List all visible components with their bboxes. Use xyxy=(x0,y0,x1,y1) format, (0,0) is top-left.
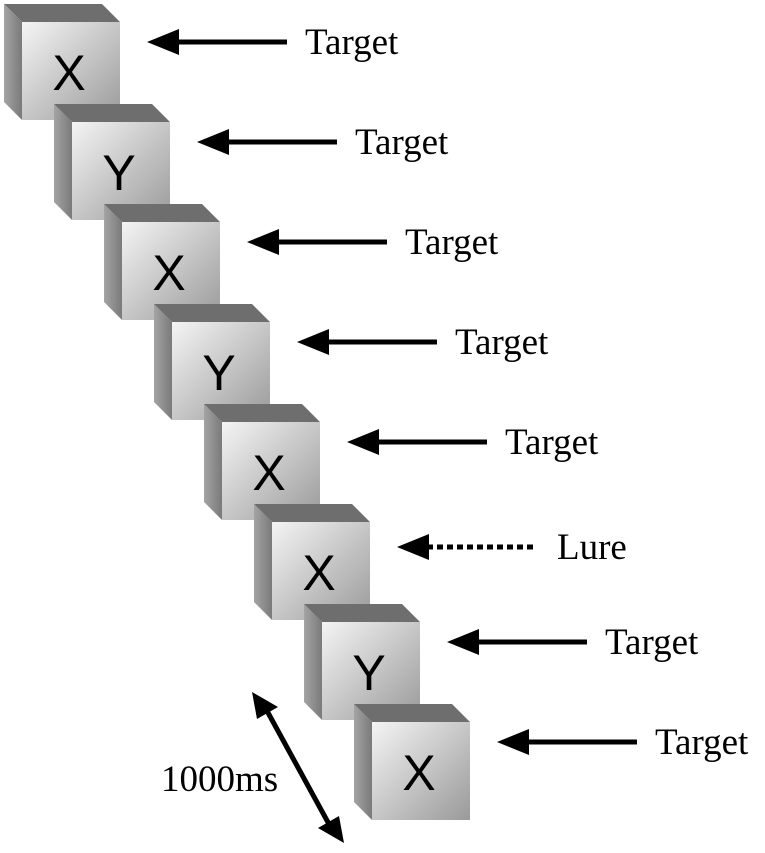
cube-side-face xyxy=(154,304,172,420)
stimulus-letter: X xyxy=(402,745,435,801)
cube-front-face xyxy=(222,422,320,520)
arrowhead-left-icon xyxy=(497,729,529,755)
target-callout: Target xyxy=(297,322,549,363)
callout-label: Lure xyxy=(557,527,627,568)
item-callouts: TargetTargetTargetTargetTargetLureTarget… xyxy=(147,22,749,763)
callout-label: Target xyxy=(305,22,399,63)
stimulus-letter: X xyxy=(302,545,335,601)
cube-side-face xyxy=(304,604,322,720)
arrowhead-left-icon xyxy=(297,329,329,355)
cube-top-face xyxy=(4,4,120,22)
cube-front-face xyxy=(22,22,120,120)
stimulus-cube: Y xyxy=(154,304,270,420)
cube-front-face xyxy=(122,222,220,320)
interval-double-arrow-shaft xyxy=(263,707,333,828)
arrowhead-left-icon xyxy=(197,129,229,155)
cube-side-face xyxy=(54,104,72,220)
cube-top-face xyxy=(254,504,370,522)
target-callout: Target xyxy=(247,222,499,263)
cube-top-face xyxy=(204,404,320,422)
target-callout: Target xyxy=(347,422,599,463)
cube-side-face xyxy=(354,704,372,820)
stimulus-cube: X xyxy=(4,4,120,120)
callout-label: Target xyxy=(355,122,449,163)
cube-front-face xyxy=(322,622,420,720)
interval-indicator: 1000ms xyxy=(161,692,344,843)
stimulus-cube: X xyxy=(254,504,370,620)
cube-top-face xyxy=(304,604,420,622)
cube-side-face xyxy=(104,204,122,320)
callout-label: Target xyxy=(505,422,599,463)
stimulus-cube: X xyxy=(104,204,220,320)
arrowhead-left-icon xyxy=(347,429,379,455)
interval-label: 1000ms xyxy=(161,759,278,800)
stimulus-letter: X xyxy=(52,45,85,101)
callout-label: Target xyxy=(655,722,749,763)
target-callout: Target xyxy=(447,622,699,663)
stimulus-letter: Y xyxy=(202,345,235,401)
stimulus-cube: Y xyxy=(54,104,170,220)
cube-side-face xyxy=(204,404,222,520)
stimulus-letter: X xyxy=(152,245,185,301)
target-callout: Target xyxy=(497,722,749,763)
arrowhead-left-icon xyxy=(147,29,179,55)
cube-front-face xyxy=(272,522,370,620)
callout-label: Target xyxy=(455,322,549,363)
cube-side-face xyxy=(4,4,22,120)
stimulus-letter: Y xyxy=(102,145,135,201)
cube-side-face xyxy=(254,504,272,620)
callout-label: Target xyxy=(605,622,699,663)
cube-top-face xyxy=(54,104,170,122)
arrowhead-left-icon xyxy=(397,534,429,560)
stimulus-letter: Y xyxy=(352,645,385,701)
cube-front-face xyxy=(72,122,170,220)
arrowhead-left-icon xyxy=(247,229,279,255)
cube-top-face xyxy=(354,704,470,722)
stimulus-cube: X xyxy=(204,404,320,520)
stimulus-cube: X xyxy=(354,704,470,820)
cube-front-face xyxy=(172,322,270,420)
target-callout: Target xyxy=(197,122,449,163)
target-callout: Target xyxy=(147,22,399,63)
cube-top-face xyxy=(154,304,270,322)
callout-label: Target xyxy=(405,222,499,263)
cube-top-face xyxy=(104,204,220,222)
lure-callout: Lure xyxy=(397,527,627,568)
stimulus-letter: X xyxy=(252,445,285,501)
interval-arrowhead-bottom xyxy=(318,816,344,843)
stimulus-cube: Y xyxy=(304,604,420,720)
arrowhead-left-icon xyxy=(447,629,479,655)
interval-arrowhead-top xyxy=(252,692,278,719)
cube-front-face xyxy=(372,722,470,820)
